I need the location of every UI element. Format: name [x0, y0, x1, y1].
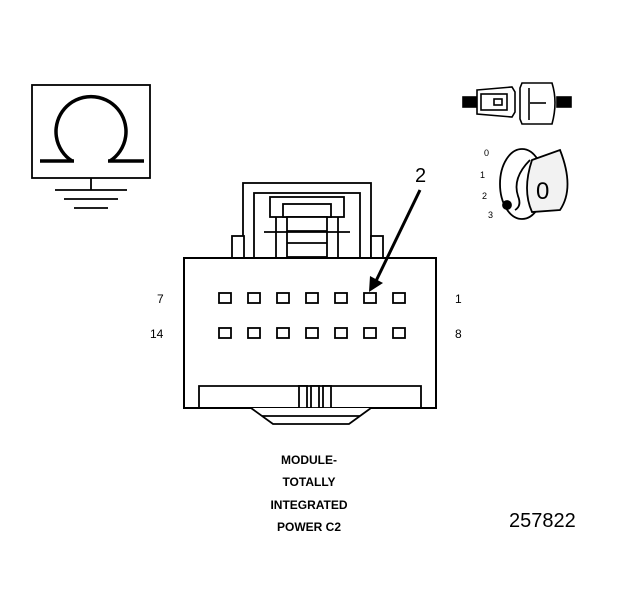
terminal-1 [392, 292, 406, 304]
terminal-14 [218, 327, 232, 339]
caption-line-2: TOTALLY [282, 475, 335, 489]
pin-label-7: 7 [157, 292, 164, 306]
inline-connector-icon [462, 82, 572, 125]
terminal-7 [218, 292, 232, 304]
terminal-11 [305, 327, 319, 339]
terminal-cavities [218, 292, 406, 339]
key-position-1: 2 [482, 191, 487, 201]
terminal-10 [334, 327, 348, 339]
terminal-8 [392, 327, 406, 339]
terminal-9 [363, 327, 377, 339]
key-position-3: 0 [484, 148, 489, 158]
pin-label-1: 1 [455, 292, 462, 306]
figure-number: 257822 [509, 510, 576, 532]
terminal-6 [247, 292, 261, 304]
terminal-5 [276, 292, 290, 304]
terminal-13 [247, 327, 261, 339]
caption-line-1: MODULE- [281, 453, 337, 467]
pin-label-8: 8 [455, 327, 462, 341]
terminal-4 [305, 292, 319, 304]
key-cylinder-icon [499, 148, 569, 220]
caption-line-3: INTEGRATED [270, 498, 347, 512]
callout-number: 2 [415, 165, 426, 187]
omega-ground-icon [31, 84, 151, 209]
caption-line-4: POWER C2 [277, 520, 341, 534]
key-position-2: 1 [480, 170, 485, 180]
callout-arrow [369, 189, 422, 292]
terminal-3 [334, 292, 348, 304]
key-letter: 0 [536, 178, 549, 205]
key-position-0: 3 [488, 210, 493, 220]
pin-label-14: 14 [150, 327, 164, 341]
terminal-2 [363, 292, 377, 304]
terminal-12 [276, 327, 290, 339]
